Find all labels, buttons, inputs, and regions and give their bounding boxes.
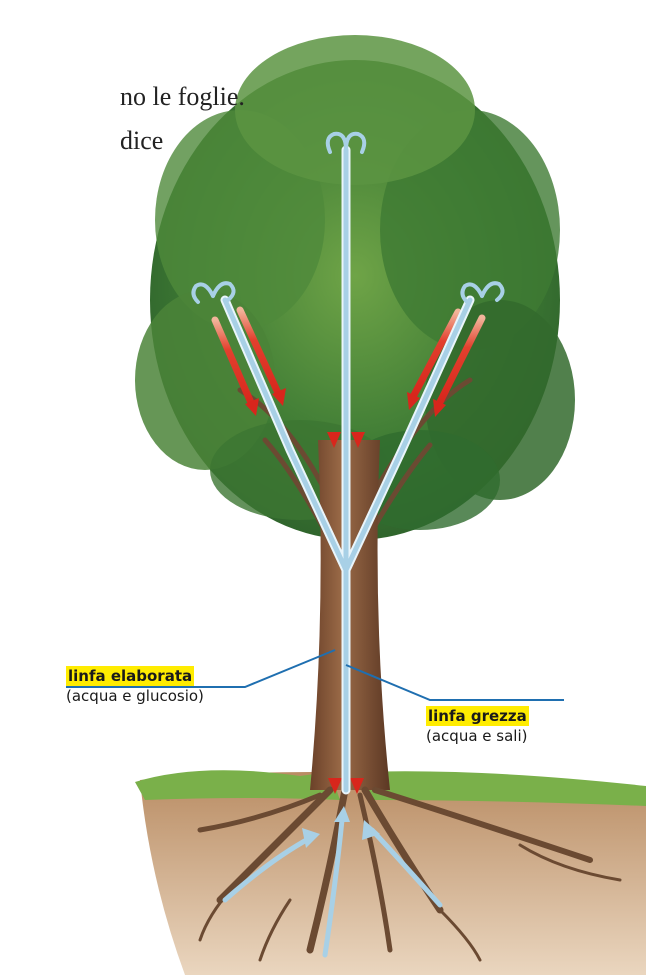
label-elaborata-title: linfa elaborata xyxy=(66,666,194,686)
body-text-line-1: no le foglie. xyxy=(120,82,245,112)
label-elaborata-subtitle: (acqua e glucosio) xyxy=(66,686,204,706)
label-grezza-subtitle: (acqua e sali) xyxy=(426,726,529,746)
label-linfa-grezza: linfa grezza (acqua e sali) xyxy=(426,706,529,746)
label-linfa-elaborata: linfa elaborata (acqua e glucosio) xyxy=(66,666,204,706)
body-text-line-2: dice xyxy=(120,126,163,156)
label-grezza-title: linfa grezza xyxy=(426,706,529,726)
